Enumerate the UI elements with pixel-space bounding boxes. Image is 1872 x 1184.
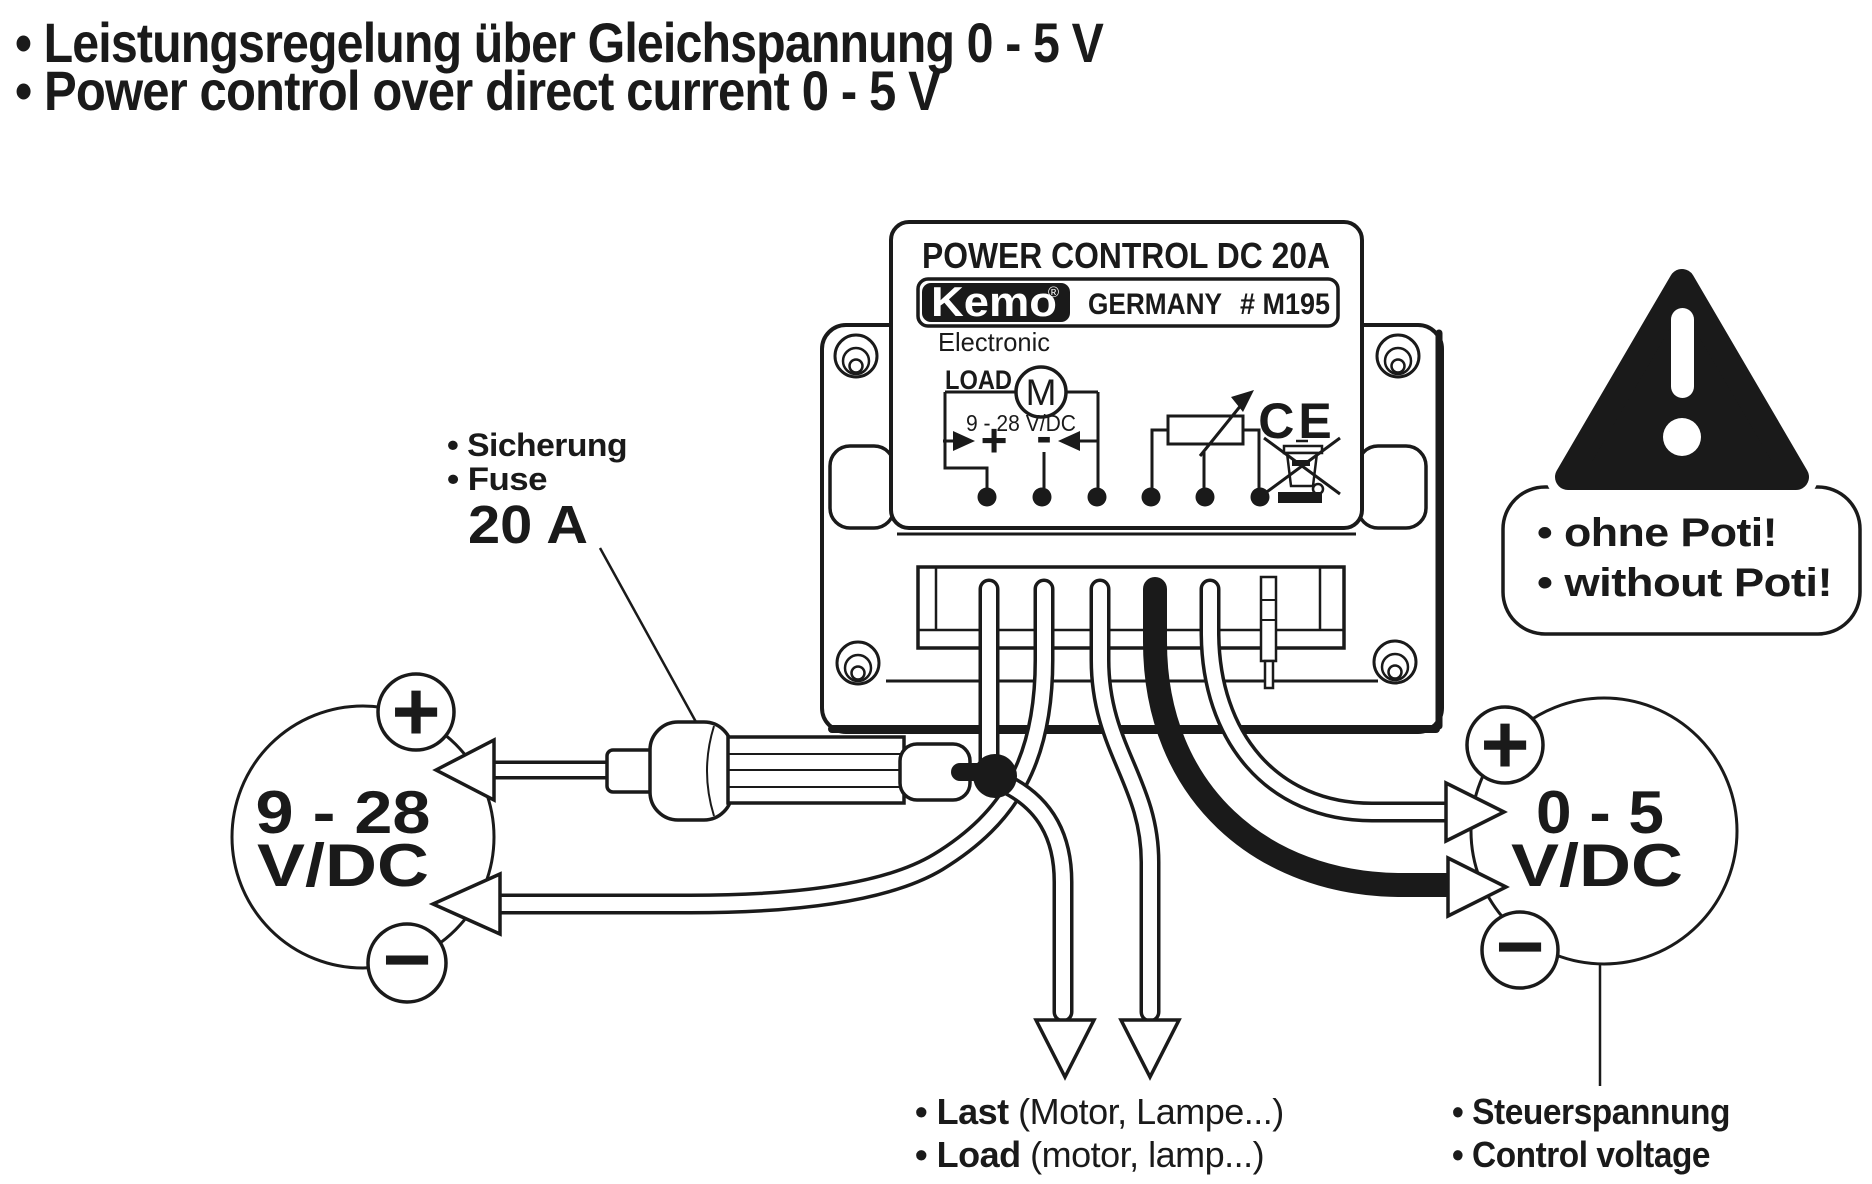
junction-dot [973, 754, 1017, 798]
model-number: # M195 [1240, 288, 1330, 321]
load-label-english-rest: (motor, lamp...) [1021, 1134, 1265, 1175]
brand-subtitle: Electronic [938, 327, 1050, 357]
arrow-to-supply-plus-icon [432, 737, 496, 803]
ce-mark: CE [1258, 393, 1335, 449]
fuse-cap-detail [706, 725, 715, 817]
supply-minus-terminal [366, 922, 448, 1004]
printed-schematic: M LOAD 9 - 28 V/DC + - [943, 365, 1270, 507]
terminal-dot [1195, 487, 1215, 507]
supply-voltage-value: 9 - 28 [256, 779, 431, 846]
headline-english: • Power control over direct current 0 - … [15, 59, 941, 122]
load-label-english: • Load (motor, lamp...) [915, 1134, 1264, 1175]
screw-icon [1375, 333, 1421, 379]
screw-icon [1372, 639, 1418, 685]
load-wire-1 [991, 771, 1074, 1023]
control-plus-wire-core [1203, 582, 1451, 819]
load-label-english-bold: • Load [915, 1134, 1021, 1175]
fuse-body-ridges [728, 753, 904, 788]
control-plus-terminal [1465, 705, 1545, 785]
brand-name: Kemo [931, 278, 1057, 325]
warning-note: • ohne Poti! • without Poti! [1501, 260, 1862, 636]
arrow-to-load-1-icon [1033, 1018, 1097, 1081]
control-source: 0 - 5 V/DC + − [1465, 696, 1739, 1086]
connector-pin-segments [1261, 599, 1276, 621]
control-voltage-unit: V/DC [1511, 832, 1683, 899]
minus-sign: − [382, 912, 431, 1006]
motor-icon [1014, 365, 1068, 419]
load-terminal-label: LOAD [945, 365, 1012, 395]
screw-icon [835, 640, 881, 686]
control-minus-terminal [1480, 910, 1560, 990]
right-mount-tab [1356, 444, 1428, 530]
warning-text-german: • ohne Poti! [1537, 511, 1777, 555]
potentiometer-icon [1166, 414, 1245, 446]
left-mount-tab [828, 444, 896, 530]
plus-sign: + [981, 414, 1008, 466]
minus-sign: - [1036, 410, 1051, 462]
motor-letter: M [1026, 372, 1057, 413]
arrow-to-load-2-icon [1118, 1018, 1182, 1081]
terminal-dot [1141, 487, 1161, 507]
terminal-dot [1032, 487, 1052, 507]
control-label-german: • Steuerspannung [1452, 1091, 1730, 1132]
load-label-german-bold: • Last [915, 1091, 1009, 1132]
origin-label: GERMANY [1088, 288, 1222, 321]
load-wire-1-core [995, 775, 1070, 1019]
supply-minus-wire-core [489, 582, 1051, 911]
device-title: POWER CONTROL DC 20A [922, 235, 1330, 276]
headline-german: • Leistungsregelung über Gleichspannung … [15, 11, 1104, 74]
terminal-dot [977, 487, 997, 507]
schematic-wires [943, 390, 1261, 488]
potentiometer-wiper [1198, 403, 1244, 457]
fuse-assembly [480, 720, 1017, 822]
plus-sign: + [1480, 697, 1529, 791]
fuse-rating: 20 A [468, 495, 588, 555]
left-arrowhead-icon [1058, 431, 1080, 451]
fuse-label-english: • Fuse [447, 461, 547, 497]
connector-pin-tip [1263, 659, 1275, 690]
right-arrowhead-icon [953, 431, 975, 451]
control-label-english: • Control voltage [1452, 1134, 1710, 1175]
fuse-annotation: • Sicherung • Fuse 20 A [447, 427, 698, 723]
wiper-arrowhead-icon [1231, 390, 1254, 412]
terminal-dot [1087, 487, 1107, 507]
fuse-cap [648, 720, 734, 822]
supply-voltage-unit: V/DC [257, 832, 429, 899]
fuse-leader-line [598, 547, 698, 723]
fuse-collar [605, 748, 657, 794]
minus-sign: − [1495, 899, 1544, 993]
warning-text-english: • without Poti! [1537, 561, 1832, 605]
load-label-german: • Last (Motor, Lampe...) [915, 1091, 1284, 1132]
wiring [428, 577, 1510, 1081]
load-label-german-rest: (Motor, Lampe...) [1009, 1091, 1284, 1132]
brand-logo-box [922, 283, 1070, 322]
arrow-to-control-minus-icon [1446, 855, 1510, 919]
supply-plus-terminal [376, 672, 456, 752]
fuse-label-german: • Sicherung [447, 427, 627, 463]
schematic-voltage-range: 9 - 28 V/DC [966, 410, 1076, 436]
supply-source: 9 - 28 V/DC + − [230, 664, 496, 1006]
load-wire-2-core [1093, 582, 1157, 1019]
exclamation-bar [1671, 308, 1694, 398]
control-minus-wire-black [1143, 577, 1464, 897]
arrow-to-supply-minus-icon [428, 871, 502, 937]
device-module: POWER CONTROL DC 20A Kemo ® GERMANY # M1… [820, 220, 1444, 734]
registered-mark: ® [1048, 284, 1059, 301]
plus-sign: + [391, 664, 440, 758]
exclamation-dot [1663, 418, 1701, 456]
supply-circle [230, 704, 496, 970]
screw-icon [833, 333, 879, 379]
weee-icon [1263, 436, 1341, 503]
control-voltage-value: 0 - 5 [1536, 779, 1664, 846]
arrow-to-control-plus-icon [1444, 780, 1508, 844]
